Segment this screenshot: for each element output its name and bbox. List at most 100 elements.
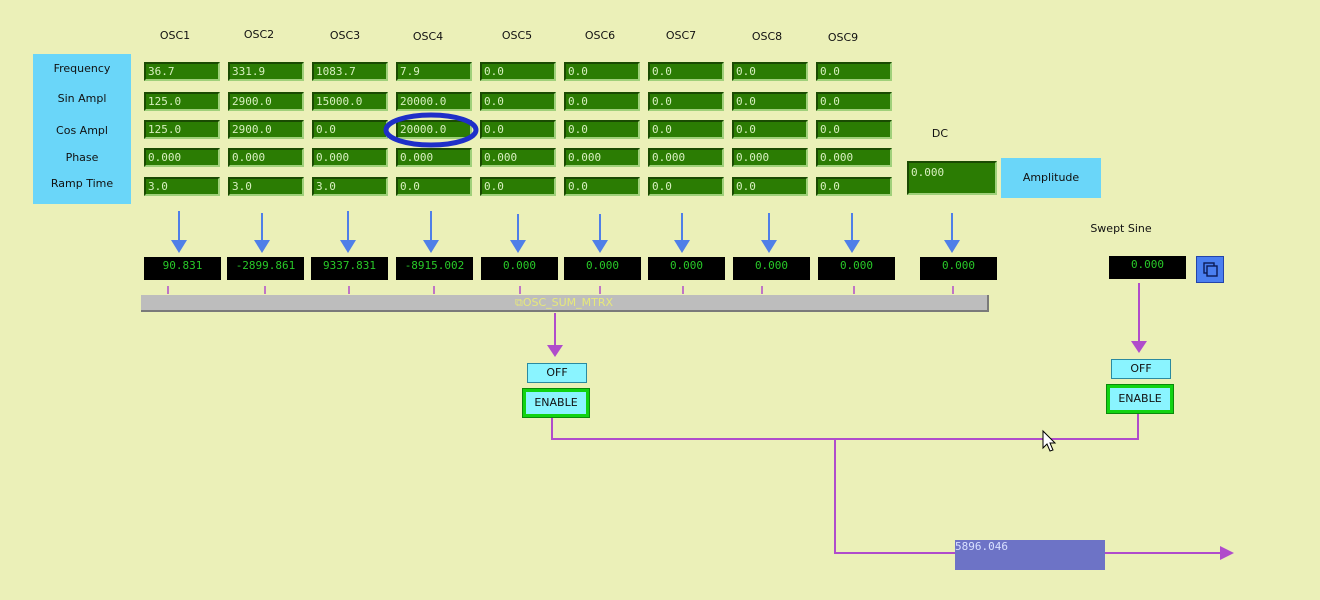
field-ramp-time-osc3[interactable]: 3.0 bbox=[312, 177, 388, 196]
row-label-cos-ampl: Cos Ampl bbox=[56, 124, 108, 137]
row-label-sin-ampl: Sin Ampl bbox=[57, 92, 107, 105]
field-frequency-osc3[interactable]: 1083.7 bbox=[312, 62, 388, 81]
field-frequency-osc2[interactable]: 331.9 bbox=[228, 62, 304, 81]
mouse-cursor-icon bbox=[1042, 429, 1057, 452]
field-phase-osc2[interactable]: 0.000 bbox=[228, 148, 304, 167]
left-off-button[interactable]: OFF bbox=[527, 363, 587, 383]
osc-sum-matrix-bar[interactable]: ⧉OSC_SUM_MTRX bbox=[141, 295, 989, 312]
blue-arrow-osc3 bbox=[340, 211, 356, 253]
right-enable-button[interactable]: ENABLE bbox=[1106, 384, 1174, 414]
purple-arrow-right bbox=[1131, 283, 1147, 353]
row-label-ramp-time: Ramp Time bbox=[50, 177, 114, 190]
field-sin-ampl-osc9[interactable]: 0.0 bbox=[816, 92, 892, 111]
output-display-osc9: 0.000 bbox=[818, 257, 895, 280]
field-ramp-time-osc2[interactable]: 3.0 bbox=[228, 177, 304, 196]
field-ramp-time-osc6[interactable]: 0.0 bbox=[564, 177, 640, 196]
column-header-osc6: OSC6 bbox=[584, 29, 616, 42]
field-ramp-time-osc4[interactable]: 0.0 bbox=[396, 177, 472, 196]
blue-arrow-osc4 bbox=[423, 211, 439, 253]
field-frequency-osc9[interactable]: 0.0 bbox=[816, 62, 892, 81]
right-off-button[interactable]: OFF bbox=[1111, 359, 1171, 379]
column-header-osc5: OSC5 bbox=[501, 29, 533, 42]
field-phase-osc9[interactable]: 0.000 bbox=[816, 148, 892, 167]
row-label-phase: Phase bbox=[65, 151, 99, 164]
dc-output-display: 0.000 bbox=[920, 257, 997, 280]
blue-arrow-osc2 bbox=[254, 213, 270, 253]
field-cos-ampl-osc9[interactable]: 0.0 bbox=[816, 120, 892, 139]
output-display-osc5: 0.000 bbox=[481, 257, 558, 280]
field-phase-osc8[interactable]: 0.000 bbox=[732, 148, 808, 167]
blue-arrow-osc7 bbox=[674, 213, 690, 253]
left-enable-button[interactable]: ENABLE bbox=[522, 388, 590, 418]
field-frequency-osc6[interactable]: 0.0 bbox=[564, 62, 640, 81]
column-header-dc: DC bbox=[931, 127, 949, 140]
column-header-osc7: OSC7 bbox=[665, 29, 697, 42]
field-frequency-osc1[interactable]: 36.7 bbox=[144, 62, 220, 81]
row-labels-panel: Frequency Sin Ampl Cos Ampl Phase Ramp T… bbox=[33, 54, 131, 204]
field-phase-osc7[interactable]: 0.000 bbox=[648, 148, 724, 167]
field-sin-ampl-osc2[interactable]: 2900.0 bbox=[228, 92, 304, 111]
swept-sine-output-display: 0.000 bbox=[1109, 256, 1186, 279]
field-ramp-time-osc1[interactable]: 3.0 bbox=[144, 177, 220, 196]
field-phase-osc5[interactable]: 0.000 bbox=[480, 148, 556, 167]
field-ramp-time-osc7[interactable]: 0.0 bbox=[648, 177, 724, 196]
field-cos-ampl-osc7[interactable]: 0.0 bbox=[648, 120, 724, 139]
field-sin-ampl-osc8[interactable]: 0.0 bbox=[732, 92, 808, 111]
output-display-osc2: -2899.861 bbox=[227, 257, 304, 280]
column-header-osc9: OSC9 bbox=[827, 31, 859, 44]
field-frequency-osc4[interactable]: 7.9 bbox=[396, 62, 472, 81]
field-sin-ampl-osc4[interactable]: 20000.0 bbox=[396, 92, 472, 111]
blue-arrow-osc9 bbox=[844, 213, 860, 253]
column-header-osc3: OSC3 bbox=[329, 29, 361, 42]
blue-arrow-osc1 bbox=[171, 211, 187, 253]
field-cos-ampl-osc4[interactable]: 20000.0 bbox=[396, 120, 472, 139]
output-display-osc8: 0.000 bbox=[733, 257, 810, 280]
column-header-osc1: OSC1 bbox=[159, 29, 191, 42]
output-display-osc6: 0.000 bbox=[564, 257, 641, 280]
purple-arrow-left bbox=[547, 313, 563, 357]
blue-arrow-osc6 bbox=[592, 214, 608, 253]
window-stack-icon[interactable] bbox=[1196, 256, 1224, 283]
blue-arrow-osc8 bbox=[761, 213, 777, 253]
output-wire bbox=[834, 439, 955, 554]
output-arrow bbox=[1105, 546, 1234, 560]
column-header-osc4: OSC4 bbox=[412, 30, 444, 43]
field-cos-ampl-osc6[interactable]: 0.0 bbox=[564, 120, 640, 139]
field-ramp-time-osc9[interactable]: 0.0 bbox=[816, 177, 892, 196]
combine-wire bbox=[551, 414, 1139, 440]
field-sin-ampl-osc7[interactable]: 0.0 bbox=[648, 92, 724, 111]
output-display-osc4: -8915.002 bbox=[396, 257, 473, 280]
window-icon: ⧉ bbox=[514, 296, 523, 309]
output-display-osc3: 9337.831 bbox=[311, 257, 388, 280]
field-cos-ampl-osc8[interactable]: 0.0 bbox=[732, 120, 808, 139]
field-phase-osc6[interactable]: 0.000 bbox=[564, 148, 640, 167]
output-display-osc7: 0.000 bbox=[648, 257, 725, 280]
field-frequency-osc5[interactable]: 0.0 bbox=[480, 62, 556, 81]
field-sin-ampl-osc3[interactable]: 15000.0 bbox=[312, 92, 388, 111]
sum-result-display: 5896.046 bbox=[955, 540, 1105, 570]
swept-sine-label: Swept Sine bbox=[1090, 222, 1152, 235]
field-ramp-time-osc8[interactable]: 0.0 bbox=[732, 177, 808, 196]
field-ramp-time-osc5[interactable]: 0.0 bbox=[480, 177, 556, 196]
field-frequency-osc7[interactable]: 0.0 bbox=[648, 62, 724, 81]
highlight-circle bbox=[383, 112, 479, 148]
column-header-osc2: OSC2 bbox=[243, 28, 275, 41]
field-frequency-osc8[interactable]: 0.0 bbox=[732, 62, 808, 81]
sum-bar-ticks bbox=[167, 286, 954, 294]
amplitude-label: Amplitude bbox=[1001, 158, 1101, 198]
field-sin-ampl-osc1[interactable]: 125.0 bbox=[144, 92, 220, 111]
blue-arrows bbox=[171, 211, 960, 253]
output-display-osc1: 90.831 bbox=[144, 257, 221, 280]
field-sin-ampl-osc5[interactable]: 0.0 bbox=[480, 92, 556, 111]
field-phase-osc3[interactable]: 0.000 bbox=[312, 148, 388, 167]
field-cos-ampl-osc1[interactable]: 125.0 bbox=[144, 120, 220, 139]
field-sin-ampl-osc6[interactable]: 0.0 bbox=[564, 92, 640, 111]
field-cos-ampl-osc2[interactable]: 2900.0 bbox=[228, 120, 304, 139]
field-phase-osc1[interactable]: 0.000 bbox=[144, 148, 220, 167]
field-phase-osc4[interactable]: 0.000 bbox=[396, 148, 472, 167]
column-header-osc8: OSC8 bbox=[751, 30, 783, 43]
field-cos-ampl-osc5[interactable]: 0.0 bbox=[480, 120, 556, 139]
row-label-frequency: Frequency bbox=[53, 62, 111, 75]
dc-amplitude-field[interactable]: 0.000 bbox=[907, 161, 997, 195]
